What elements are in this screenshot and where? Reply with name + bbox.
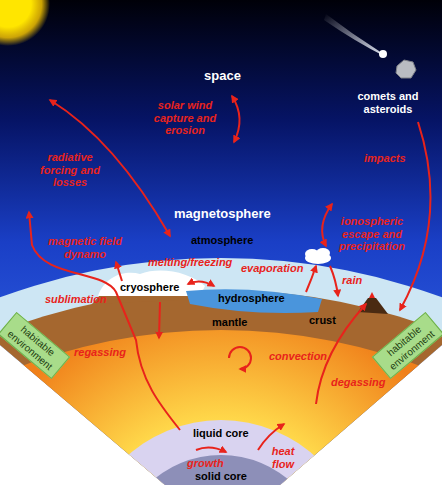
sublimation-arrow	[116, 262, 122, 281]
ionospheric-arrow	[322, 204, 332, 246]
region-label: space	[204, 69, 241, 84]
melting-arrow	[188, 281, 214, 286]
asteroid	[396, 60, 416, 78]
process-label: solar wind capture and erosion	[150, 99, 220, 137]
dynamo-arrow	[29, 212, 180, 430]
evaporation-arrow	[306, 266, 316, 292]
process-label: impacts	[364, 152, 406, 165]
cloud	[305, 248, 331, 264]
process-label: heat flow	[266, 445, 300, 470]
solar-wind-arrow	[232, 96, 240, 142]
comet-head	[379, 50, 387, 58]
liquid-core	[81, 420, 361, 485]
process-label: evaporation	[241, 262, 303, 275]
process-label: regassing	[74, 346, 126, 359]
process-label: radiative forcing and losses	[38, 151, 102, 189]
environment-box: habitable environment	[0, 312, 70, 379]
reservoir-label: crust	[309, 314, 336, 327]
process-label: melting/freezing	[148, 256, 232, 269]
ocean	[186, 289, 322, 313]
sun	[0, 0, 50, 46]
regassing-arrow	[159, 302, 160, 338]
reservoir-label: atmosphere	[191, 234, 253, 247]
process-arrows	[29, 96, 430, 452]
crust-band	[0, 290, 442, 485]
reservoir-label: hydrosphere	[218, 292, 285, 305]
impacts-arrow	[400, 122, 430, 310]
reservoir-label: cryosphere	[120, 281, 179, 294]
growth-arrow	[196, 447, 226, 452]
volcano	[358, 298, 388, 314]
box-text: habitable environment	[4, 317, 65, 373]
box-text: habitable environment	[378, 317, 439, 373]
reservoir-label: solid core	[195, 470, 247, 483]
convection-arrow	[229, 347, 251, 369]
process-label: ionospheric escape and precipitation	[334, 215, 410, 253]
solid-core	[116, 455, 326, 485]
process-label: magnetic field dynamo	[39, 235, 131, 260]
reservoir-label: liquid core	[193, 427, 249, 440]
region-label: magnetosphere	[174, 207, 271, 222]
volcano-lava	[369, 292, 375, 298]
rain-arrow	[330, 266, 338, 296]
environment-box: habitable environment	[372, 312, 442, 379]
comet-tail	[324, 14, 384, 56]
process-label: sublimation	[45, 293, 107, 306]
process-label: growth	[187, 457, 224, 470]
process-label: convection	[269, 350, 327, 363]
cloud-part	[316, 248, 330, 258]
atmosphere-band	[0, 258, 442, 485]
process-label: degassing	[331, 376, 385, 389]
process-label: rain	[342, 274, 362, 287]
reservoir-label: mantle	[212, 316, 247, 329]
region-label: comets and asteroids	[343, 90, 433, 115]
